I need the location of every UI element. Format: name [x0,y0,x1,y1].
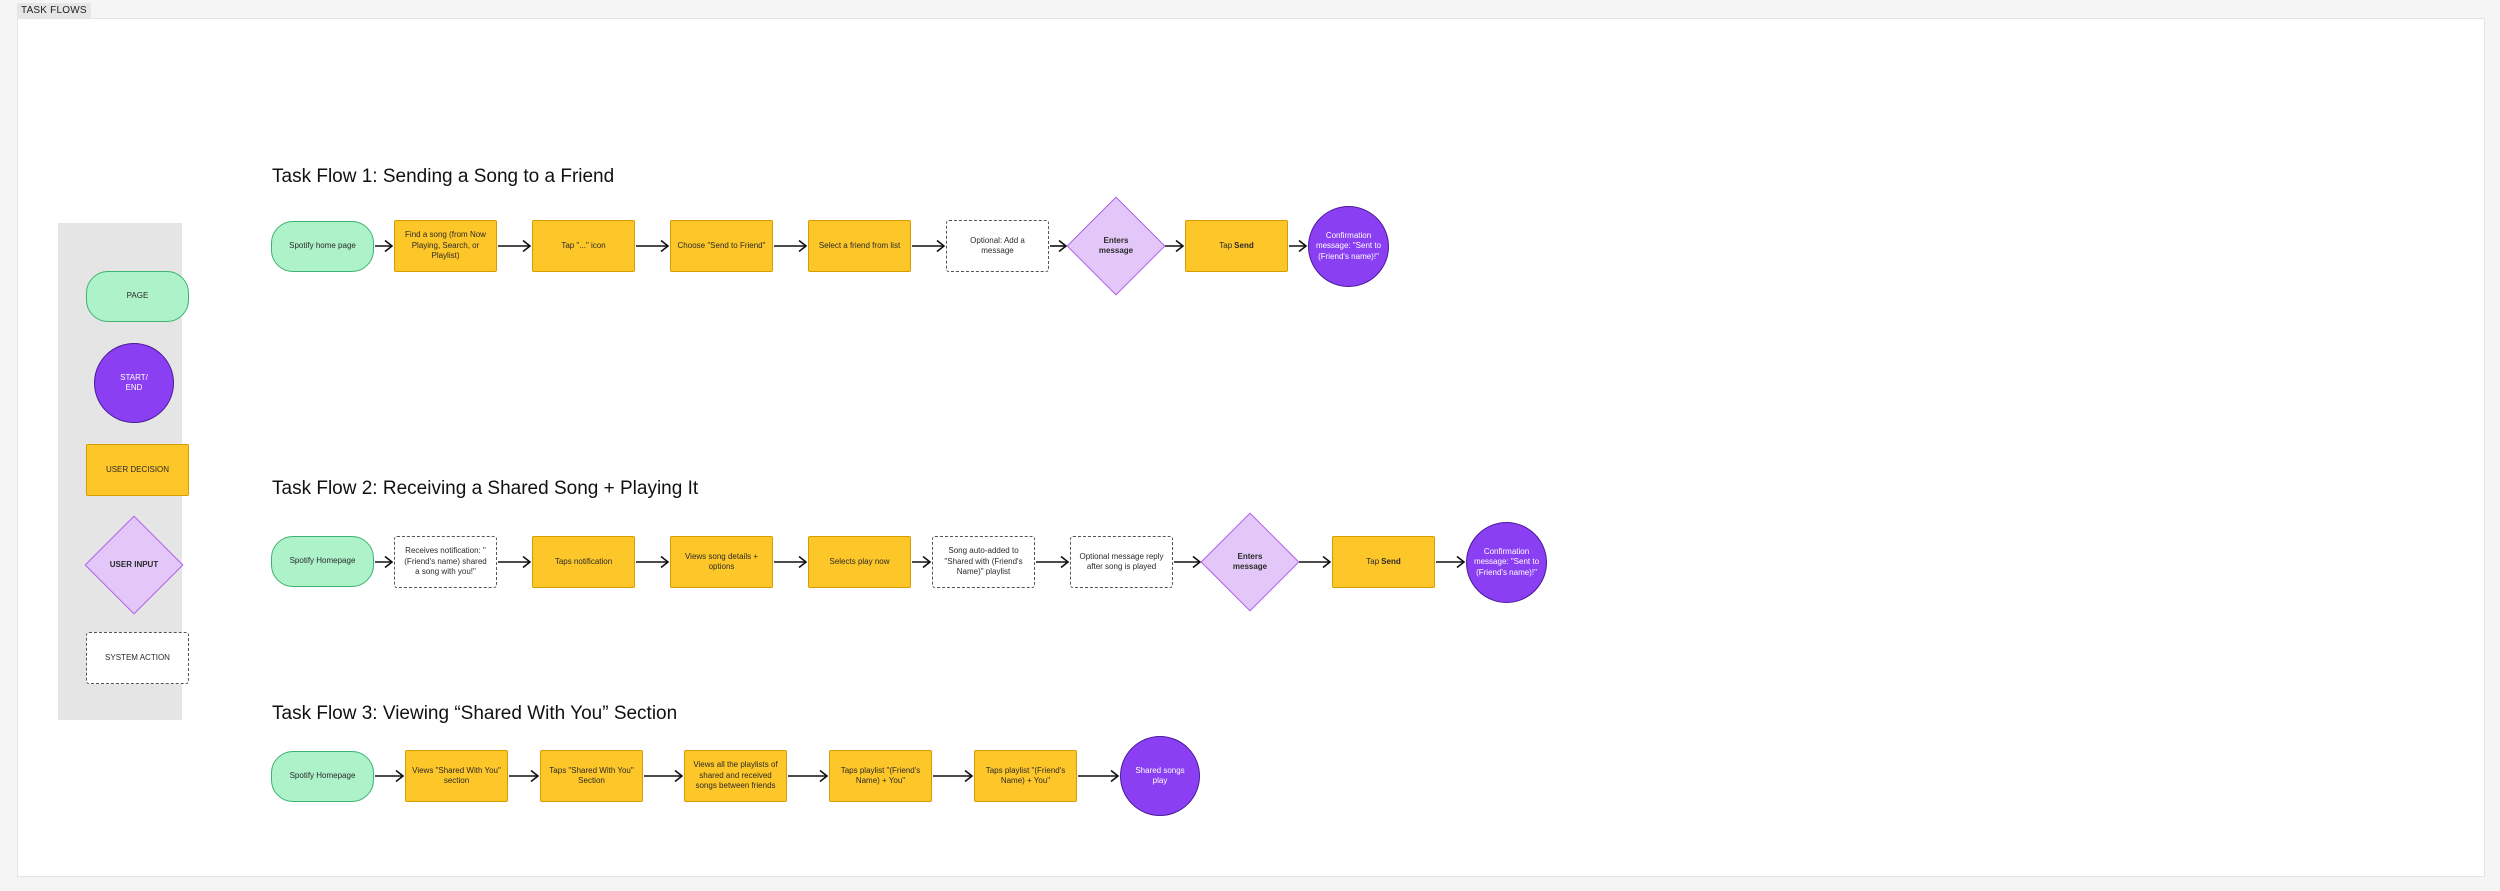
arrow-connector [911,555,932,569]
arrow-connector [1164,239,1185,253]
flow1-node-add-message: Optional: Add a message [946,220,1049,272]
arrow-connector [911,239,946,253]
arrow-connector [1288,239,1308,253]
legend-user-input: USER INPUT [84,515,184,615]
flow3-node-homepage: Spotify Homepage [271,751,374,802]
arrow-connector [773,555,808,569]
arrow-connector [1298,555,1332,569]
frame-canvas [17,18,2485,877]
flow1-node-homepage: Spotify home page [271,221,374,272]
flow1-tap-label: Tap [1219,240,1233,250]
flow2-send-label: Send [1381,556,1401,566]
flow2-node-auto-added: Song auto-added to "Shared with (Friend'… [932,536,1035,588]
arrow-connector [374,555,394,569]
flow1-send-label: Send [1234,240,1254,250]
arrow-connector [374,239,394,253]
arrow-connector [773,239,808,253]
flow3-node-taps-section: Taps "Shared With You" Section [540,750,643,802]
flow3-node-views-playlists: Views all the playlists of shared and re… [684,750,787,802]
arrow-connector [932,769,974,783]
flow1-node-tap-send: Tap Send [1185,220,1288,272]
arrow-connector [497,555,532,569]
flow1-node-confirmation: Confirmation message: "Sent to (Friend's… [1308,206,1389,287]
legend-user-decision: USER DECISION [86,444,189,496]
flow1-node-tap-icon: Tap "..." icon [532,220,635,272]
arrow-connector [635,555,670,569]
flow2-enters-message-label: Enters message [1232,551,1268,571]
flow3-node-taps-playlist-2: Taps playlist "(Friend's Name) + You" [974,750,1077,802]
arrow-connector [374,769,405,783]
flow3-node-views-section: Views "Shared With You" section [405,750,508,802]
arrow-connector [497,239,532,253]
frame-label[interactable]: TASK FLOWS [17,3,91,18]
legend-user-input-label: USER INPUT [109,559,159,569]
flow1-node-find-song: Find a song (from Now Playing, Search, o… [394,220,497,272]
arrow-connector [508,769,540,783]
flow3-node-taps-playlist-1: Taps playlist "(Friend's Name) + You" [829,750,932,802]
arrow-connector [787,769,829,783]
flow2-node-song-details: Views song details + options [670,536,773,588]
flow1-title: Task Flow 1: Sending a Song to a Friend [272,166,615,187]
flow3-title: Task Flow 3: Viewing “Shared With You” S… [272,703,678,724]
flow1-node-send-to-friend: Choose "Send to Friend" [670,220,773,272]
flow2-title: Task Flow 2: Receiving a Shared Song + P… [272,478,699,499]
arrow-connector [643,769,684,783]
flow2-node-tap-send: Tap Send [1332,536,1435,588]
flow1-node-enters-message: Enters message [1066,196,1166,296]
flow2-node-taps-notification: Taps notification [532,536,635,588]
flow2-node-notification: Receives notification: "(Friend's name) … [394,536,497,588]
flow2-tap-label: Tap [1366,556,1380,566]
arrow-connector [1035,555,1070,569]
flow1-enters-message-label: Enters message [1098,235,1134,255]
arrow-connector [1077,769,1120,783]
flow3-node-shared-songs-play: Shared songs play [1120,736,1200,816]
arrow-connector [1173,555,1202,569]
arrow-connector [1049,239,1068,253]
flow2-node-confirmation: Confirmation message: "Sent to (Friend's… [1466,522,1547,603]
flow2-node-homepage: Spotify Homepage [271,536,374,587]
legend-system-action: SYSTEM ACTION [86,632,189,684]
flow2-node-play-now: Selects play now [808,536,911,588]
arrow-connector [1435,555,1466,569]
arrow-connector [635,239,670,253]
legend-page: PAGE [86,271,189,322]
flow2-node-enters-message: Enters message [1200,512,1300,612]
flow1-node-select-friend: Select a friend from list [808,220,911,272]
legend-start-end: START/ END [94,343,174,423]
flow2-node-optional-reply: Optional message reply after song is pla… [1070,536,1173,588]
